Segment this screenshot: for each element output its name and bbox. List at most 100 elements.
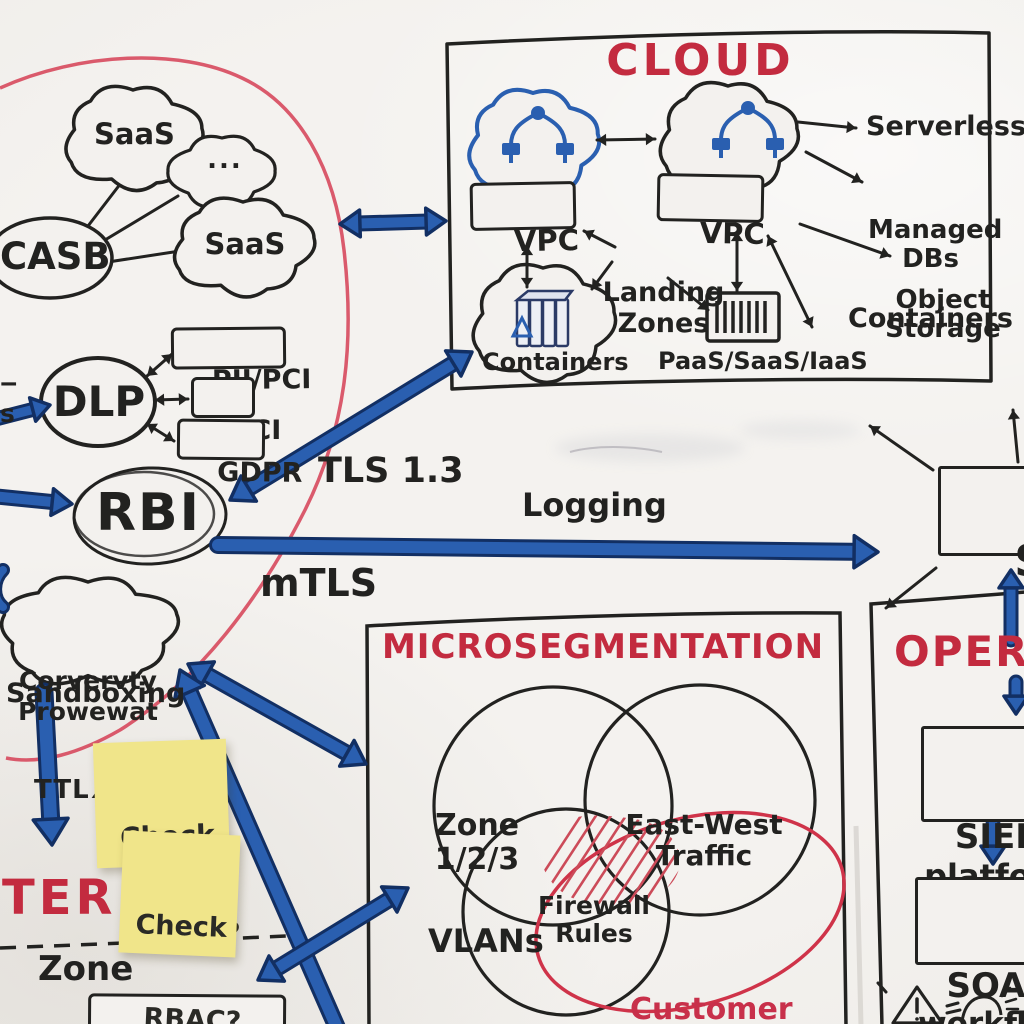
arrowhead (730, 281, 744, 291)
blue-stroke-fragment (0, 566, 7, 611)
venn-circle-eastwest (583, 683, 817, 917)
arrowhead (697, 299, 708, 310)
datacenter-zone-label: Zone (38, 949, 134, 989)
containers-cloud-label: Containers (482, 348, 629, 376)
datacenter-section-title: TER (2, 870, 117, 926)
alert-doodle (945, 1001, 962, 1015)
vpc-box-2: VPC (656, 173, 765, 251)
warning-triangle-icon (891, 985, 944, 1024)
containers-right-label: Containers (848, 303, 1013, 334)
arrowhead (520, 246, 534, 256)
arrowhead (423, 206, 448, 237)
vpc-network-icon (509, 111, 567, 146)
cloud-section-title: CLOUD (606, 35, 795, 86)
siem-box: SIEM (938, 466, 1024, 587)
arrowhead (979, 844, 1007, 866)
siem-label: SIEM (1014, 536, 1024, 587)
venn-circle-zones (432, 685, 674, 927)
arrowhead (886, 597, 897, 608)
arrow-to-managed-dbs (804, 150, 864, 184)
arrowhead (597, 133, 607, 146)
edge-fragment-text: ‒s (0, 367, 18, 428)
pii-pci-box: PII/PCI (170, 326, 312, 396)
arrowhead (852, 533, 880, 570)
arrow-vpc2-containers (766, 234, 814, 329)
arrowhead (443, 349, 474, 378)
vpc-1-label: VPC (513, 223, 580, 259)
firewall-rules-hatching (589, 815, 663, 905)
arrowhead (997, 568, 1024, 590)
arrowhead (49, 486, 74, 518)
firewall-rules-hatching (538, 815, 588, 905)
arrowhead (178, 393, 188, 406)
arrow-siem-upleft (868, 424, 935, 472)
arrow-sandbox-microseg (195, 665, 359, 763)
arrow-into-rbi (0, 491, 64, 508)
arrowhead (802, 316, 814, 327)
venn-vlans-label: VLANs (428, 922, 544, 960)
saas-cloud-dots-label: ... (207, 145, 243, 175)
arrowhead (27, 396, 52, 423)
arrowhead (147, 423, 158, 435)
arrowhead (337, 738, 368, 768)
pencil-mark (569, 446, 663, 453)
siem-platform-box: SIEMplatform (921, 726, 1024, 895)
arrow-logging (212, 539, 869, 558)
arrowhead (155, 393, 165, 406)
alert-doodle (876, 981, 888, 994)
arrow-vpc-to-vpc (595, 137, 657, 142)
soar-workflows-box: SOARworkflows (915, 877, 1024, 1024)
vpc-network-icon (766, 138, 784, 150)
vpc-box-1: VPC (469, 181, 579, 258)
casb-label: CASB (0, 235, 111, 278)
tls-label: TLS 1.3 (318, 451, 464, 491)
sticky-note-rbac-2: Check RBAC? (118, 830, 242, 1024)
cloud-section-border (445, 29, 993, 391)
container-stack-icon (541, 297, 557, 348)
board-smudge (555, 434, 745, 462)
sandboxing-label: Sandboxing (6, 678, 186, 709)
arrow-siem-downleft (884, 566, 938, 610)
bell-doodle (960, 995, 1003, 1023)
venn-circle-vlans (461, 807, 671, 1017)
arrowhead (592, 278, 603, 289)
board-smudge (740, 420, 860, 440)
arrow-to-serverless (796, 120, 858, 130)
vpc-network-icon (502, 143, 520, 155)
logging-label: Logging (522, 486, 667, 524)
arrowhead (379, 885, 410, 914)
arrowhead (766, 236, 778, 247)
arrowhead (870, 426, 881, 437)
container-stack-icon (513, 289, 575, 302)
rbi-label: RBI (96, 483, 202, 543)
saas-cloud-top-label: SaaS (94, 117, 175, 151)
arrowhead (846, 120, 856, 134)
arrowhead (186, 660, 217, 690)
saas-cloud-bottom (172, 196, 317, 299)
arrow-rbi-cloud-tls (236, 354, 466, 498)
casb-saas-links (86, 181, 182, 264)
operations-section-title: OPERATIONS (894, 627, 1024, 676)
paper-curl-shadow (853, 825, 864, 1024)
arrow-casb-cloud (348, 216, 438, 229)
dlp-label: DLP (52, 377, 146, 426)
firewall-rules-hatching (574, 815, 648, 905)
container-stack-icon (510, 314, 534, 338)
arrowhead (645, 133, 655, 146)
arrowhead (851, 172, 862, 184)
red-zone-circle (0, 56, 350, 762)
venn-ellipse-customer-data (534, 810, 846, 1014)
arrowhead (1007, 410, 1020, 420)
arrowhead (31, 816, 70, 847)
arrowhead (163, 430, 174, 442)
container-stack-icon (554, 297, 570, 348)
arrowhead (730, 232, 744, 242)
vpc-network-icon (509, 155, 567, 163)
